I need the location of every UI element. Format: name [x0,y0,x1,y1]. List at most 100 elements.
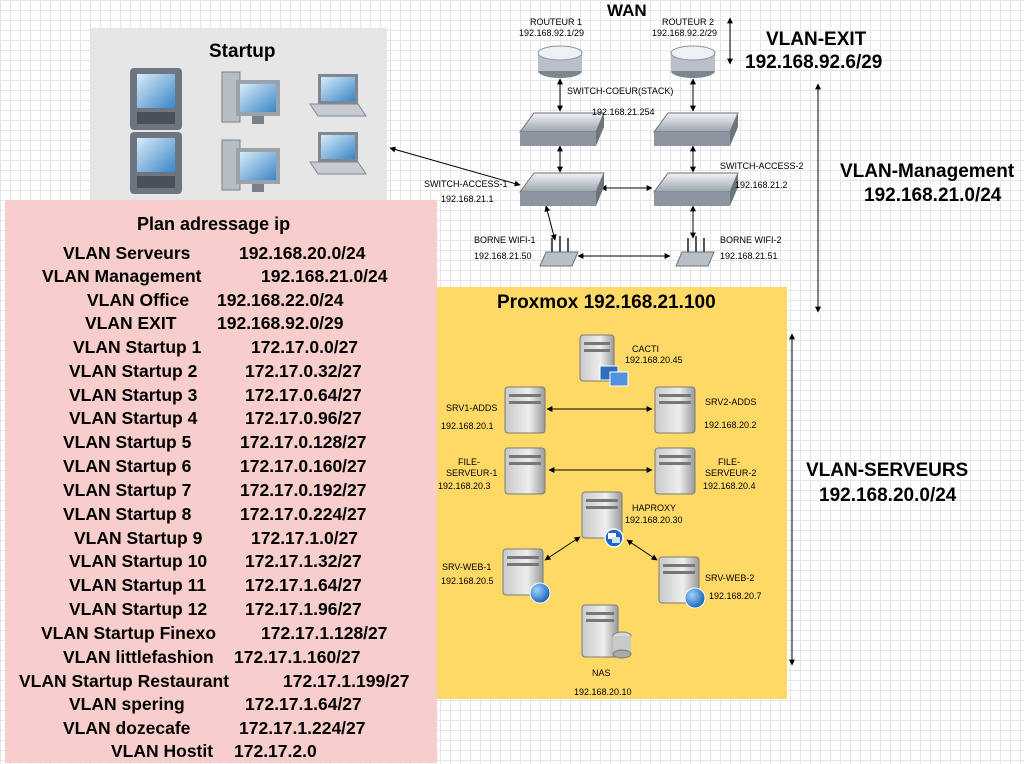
wifi-2-ip: 192.168.21.51 [720,251,778,261]
ip-plan-row: VLAN Startup 8 172.17.0.224/27 [5,504,437,527]
ip-plan-row: VLAN littlefashion 172.17.1.160/27 [5,647,437,670]
vlan-network: 172.17.1.128/27 [261,623,388,643]
access-switch-2-name: SWITCH-ACCESS-2 [720,161,804,171]
vlan-network: 172.17.0.160/27 [240,456,367,476]
link-access1-wifi1 [544,205,557,241]
vlan-name: VLAN Startup 2 [69,361,198,381]
link-haproxy-web2 [626,539,658,561]
ip-plan-row: VLAN Startup 1 172.17.0.0/27 [5,337,437,360]
access-switch-1-icon [519,172,605,206]
ip-plan-row: VLAN Startup 12 172.17.1.96/27 [5,599,437,622]
proxmox-title: Proxmox 192.168.21.100 [497,292,716,313]
router-2-icon [670,45,716,78]
ip-plan-row: VLAN Management 192.168.21.0/24 [5,266,437,289]
vlan-name: VLAN Startup 1 [73,337,202,357]
srv-web-2-name: SRV-WEB-2 [705,573,755,583]
vlan-network: 172.17.1.160/27 [234,647,361,667]
file-server-1-name-line2: SERVEUR-1 [446,468,498,478]
ip-plan-row: VLAN Startup 6 172.17.0.160/27 [5,456,437,479]
file-server-1-name-line1: FILE- [458,457,481,467]
access-switch-1-ip: 192.168.21.1 [441,194,494,204]
srv-web-1-ip: 192.168.20.5 [441,576,494,586]
vlan-servers-title: VLAN-SERVEURS [806,460,969,481]
vlan-network: 172.17.2.0 [234,741,317,761]
nas-ip: 192.168.20.10 [574,687,632,697]
vlan-network: 192.168.22.0/24 [217,290,344,310]
vlan-name: VLAN Management [42,266,202,286]
vlan-network: 172.17.0.192/27 [240,480,367,500]
ip-plan-row: VLAN Startup 10 172.17.1.32/27 [5,551,437,574]
vlan-name: VLAN Startup 5 [63,432,192,452]
access-switch-1-name: SWITCH-ACCESS-1 [424,179,508,189]
core-switch-2-icon [653,112,739,146]
vlan-name: VLAN Startup 8 [63,504,192,524]
ip-plan-row: VLAN Startup Restaurant 172.17.1.199/27 [5,671,437,694]
ip-plan-row: VLAN Hostit 172.17.2.0 [5,741,437,764]
vlan-exit-network: 192.168.92.6/29 [745,52,883,73]
vlan-network: 192.168.21.0/24 [261,266,388,286]
vlan-name: VLAN dozecafe [63,718,191,738]
wifi-1-ip: 192.168.21.50 [474,251,532,261]
wan-title: WAN [607,1,647,20]
vlan-name: VLAN Startup 4 [69,408,198,428]
ip-plan-panel [5,200,437,763]
router-1-name: ROUTEUR 1 [530,17,583,27]
router-1-icon [537,45,583,78]
vlan-network: 172.17.0.224/27 [240,504,367,524]
tablet-icon [130,132,182,194]
vlan-network: 172.17.0.0/27 [251,337,359,357]
router-2-ip: 192.168.92.2/29 [652,28,718,38]
tablet-icon [130,68,182,130]
vlan-network: 172.17.1.64/27 [245,694,362,714]
vlan-network: 172.17.1.96/27 [245,599,362,619]
vlan-network: 172.17.1.199/27 [283,671,410,691]
srv-web-1-icon [502,548,551,604]
vlan-name: VLAN Startup 9 [74,528,203,548]
ip-plan-title: Plan adressage ip [137,214,291,234]
router-2-name: ROUTEUR 2 [662,17,715,27]
ip-plan-row: VLAN dozecafe 172.17.1.224/27 [5,718,437,741]
vlan-name: VLAN Startup 10 [69,551,208,571]
vlan-exit-title: VLAN-EXIT [766,29,867,50]
vlan-name: VLAN Hostit [111,741,214,761]
ip-plan-row: VLAN Startup 2 172.17.0.32/27 [5,361,437,384]
ip-plan-row: VLAN Startup 5 172.17.0.128/27 [5,432,437,455]
vlan-network: 172.17.1.64/27 [245,575,362,595]
core-switch-1-icon [519,112,605,146]
ip-plan-row: VLAN Startup 7 172.17.0.192/27 [5,480,437,503]
vlan-name: VLAN Startup 7 [63,480,192,500]
file-server-1-ip: 192.168.20.3 [438,481,491,491]
core-switch-ip: 192.168.21.254 [592,107,655,117]
link-startup-access1 [389,146,521,187]
laptop-icon [309,74,367,117]
ip-plan-row: VLAN Startup Finexo 172.17.1.128/27 [5,623,437,646]
vlan-name: VLAN littlefashion [63,647,214,667]
router-1-ip: 192.168.92.1/29 [519,28,585,38]
vlan-network: 172.17.0.32/27 [245,361,362,381]
haproxy-name: HAPROXY [632,503,677,513]
vlan-network: 172.17.1.32/27 [245,551,362,571]
vlan-network: 172.17.0.64/27 [245,385,362,405]
startup-title: Startup [209,41,276,62]
ip-plan-row: VLAN Startup 4 172.17.0.96/27 [5,408,437,431]
wifi-2-name: BORNE WIFI-2 [720,235,782,245]
vlan-network: 192.168.92.0/29 [217,313,344,333]
vlan-management-title: VLAN-Management [840,161,1015,182]
nas-storage-icon [581,604,632,659]
vlan-servers-network: 192.168.20.0/24 [819,485,957,506]
vlan-network: 172.17.1.224/27 [239,718,366,738]
srv2-adds-server-icon [654,386,696,434]
nas-name: NAS [592,668,611,678]
srv-web-2-icon [658,556,706,609]
ip-plan-row: VLAN Startup 11 172.17.1.64/27 [5,575,437,598]
wifi-1-name: BORNE WIFI-1 [474,235,536,245]
ip-plan-row: VLAN EXIT 192.168.92.0/29 [5,313,437,336]
vlan-name: VLAN Startup 12 [69,599,208,619]
core-switch-name: SWITCH-COEUR(STACK) [567,86,674,96]
file-server-1-icon [504,447,546,495]
vlan-name: VLAN Startup 11 [69,575,207,595]
wifi-ap-1-icon [539,236,579,267]
srv2-adds-ip: 192.168.20.2 [704,420,757,430]
srv-web-1-name: SRV-WEB-1 [442,562,492,572]
